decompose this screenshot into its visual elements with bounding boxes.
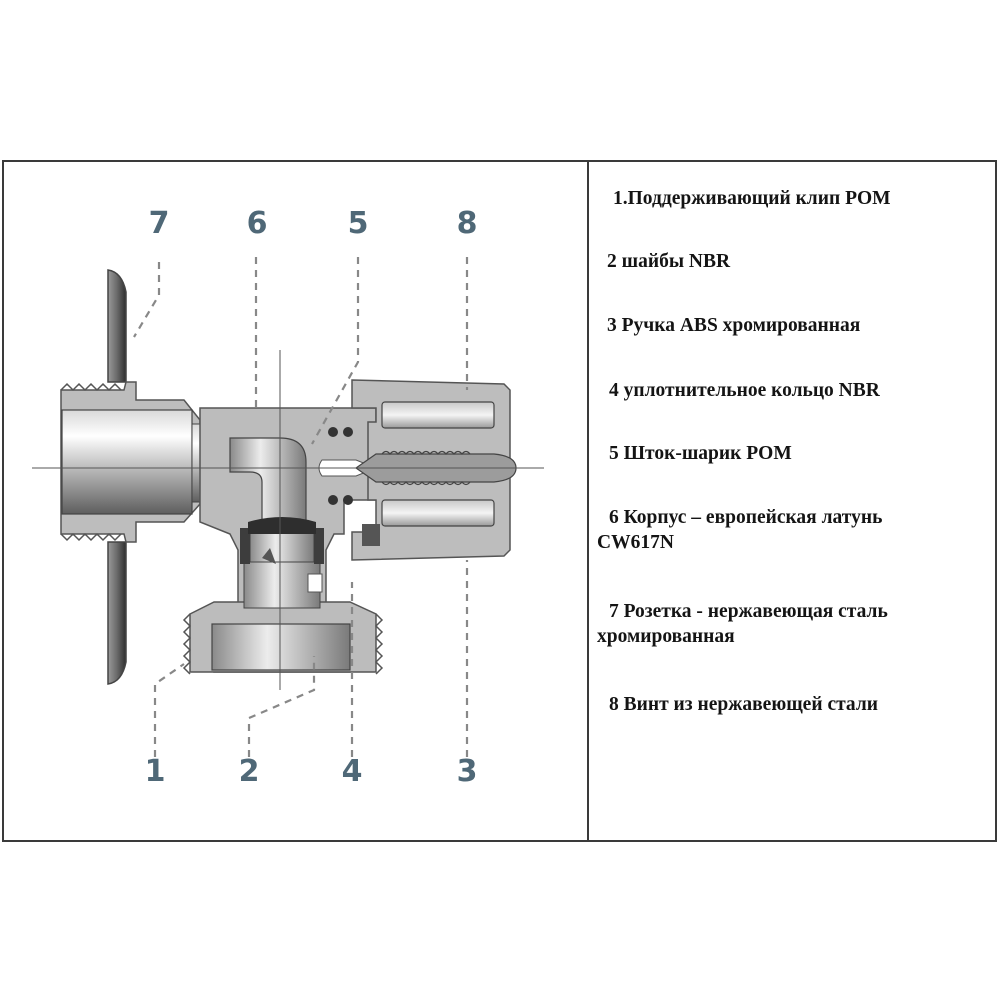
panel-divider <box>587 162 589 840</box>
callout-5: 5 <box>347 206 369 241</box>
valve-drawing <box>32 257 544 757</box>
legend-item-3: 3 Ручка ABS хромированная <box>607 313 860 338</box>
center-lines <box>32 350 544 690</box>
callout-7: 7 <box>148 206 170 241</box>
legend-item-text: 5 Шток-шарик POM <box>609 443 792 464</box>
rosette-part <box>107 269 127 685</box>
legend-item-text: 4 уплотнительное кольцо NBR <box>609 380 880 401</box>
legend-item-text: 8 Винт из нержавеющей стали <box>609 694 879 715</box>
inlet-threaded-pipe <box>60 381 233 543</box>
legend-item-text-cont: хромированная <box>597 626 735 647</box>
legend-item-text: 7 Розетка - нержавеющая сталь <box>609 601 888 622</box>
callout-3: 3 <box>456 754 478 789</box>
legend-item-text-cont: CW617N <box>597 532 674 553</box>
legend-item-2: 2 шайбы NBR <box>607 249 730 274</box>
valve-cross-section-diagram: 7 6 5 8 1 2 4 3 <box>4 162 587 840</box>
leader-lines <box>133 257 469 757</box>
legend-item-8: 8 Винт из нержавеющей стали <box>609 692 878 717</box>
legend-item-text: 3 Ручка ABS хромированная <box>607 315 861 336</box>
legend-item-text: 6 Корпус – европейская латунь <box>609 507 883 528</box>
legend-item-1: 1.Поддерживающий клип POM <box>613 186 891 211</box>
valve-body-part <box>182 407 384 675</box>
callout-4: 4 <box>341 754 363 789</box>
legend-item-7: 7 Розетка - нержавеющая сталь хромирован… <box>597 599 888 649</box>
callout-8: 8 <box>456 206 478 241</box>
legend-item-text: 2 шайбы NBR <box>607 251 731 272</box>
callout-1: 1 <box>144 754 166 789</box>
legend-item-5: 5 Шток-шарик POM <box>609 441 792 466</box>
parts-legend: 1.Поддерживающий клип POM 2 шайбы NBR 3 … <box>589 162 995 840</box>
callout-6: 6 <box>246 206 268 241</box>
callout-2: 2 <box>238 754 260 789</box>
figure-frame: 7 6 5 8 1 2 4 3 1.Поддерживающий клип PO… <box>2 160 997 842</box>
legend-item-6: 6 Корпус – европейская латунь CW617N <box>597 505 883 555</box>
legend-item-text: 1.Поддерживающий клип POM <box>613 188 891 209</box>
legend-item-4: 4 уплотнительное кольцо NBR <box>609 378 880 403</box>
